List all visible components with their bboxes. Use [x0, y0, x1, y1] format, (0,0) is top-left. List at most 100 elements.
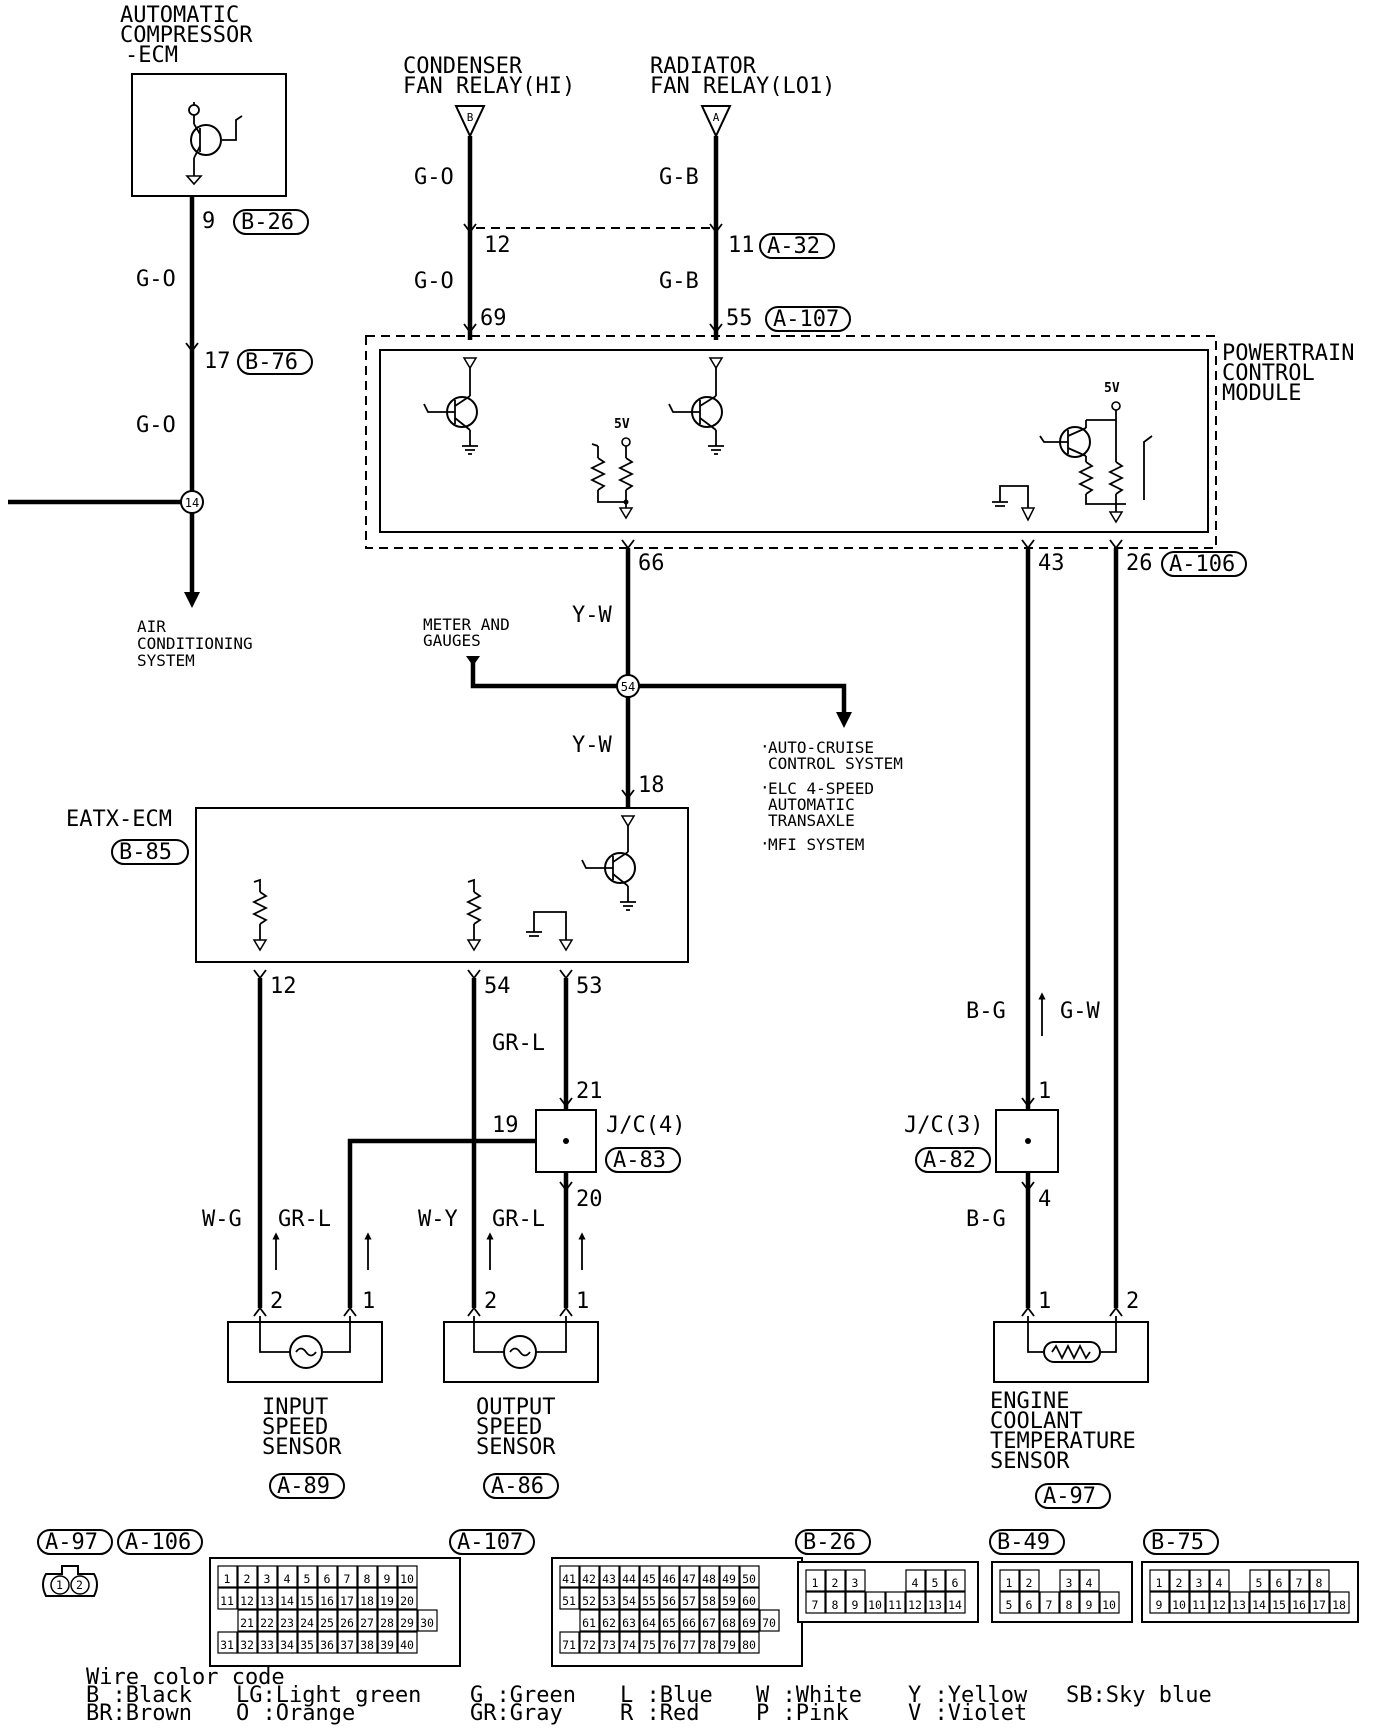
connector-pin-cell: 6	[1019, 1591, 1040, 1614]
connector-pin-cell: 75	[639, 1631, 660, 1654]
svg-text:5V: 5V	[614, 417, 630, 432]
svg-text:36: 36	[320, 1638, 334, 1652]
svg-text:23: 23	[280, 1616, 294, 1630]
connector-pin-cell: 4	[277, 1565, 298, 1588]
svg-text:43: 43	[602, 1572, 616, 1586]
svg-text:SENSOR: SENSOR	[476, 1435, 556, 1460]
connector-pin-cell: 6	[945, 1569, 966, 1592]
svg-text:11: 11	[1192, 1598, 1206, 1612]
ac-ecm-label-3: -ECM	[125, 43, 178, 68]
connector-pin-cell: 70	[759, 1609, 780, 1632]
svg-text:6: 6	[324, 1572, 331, 1586]
connector-b-26-tag: B-26	[233, 209, 309, 235]
connector-pin-cell: 47	[679, 1565, 700, 1588]
svg-text:48: 48	[702, 1572, 716, 1586]
wire-color-w-y: W-Y	[418, 1207, 458, 1232]
svg-text:B-75: B-75	[1151, 1530, 1204, 1555]
connector-pin-cell: 3	[1059, 1569, 1080, 1592]
svg-text:47: 47	[682, 1572, 696, 1586]
connector-pin-cell: 42	[579, 1565, 600, 1588]
connector-pin-cell: 65	[659, 1609, 680, 1632]
joint-connector-4: J/C(4) A-83	[535, 1109, 685, 1173]
ac-ecm-label-1: AUTOMATIC	[120, 3, 239, 28]
connector-a-86-tag: A-86	[483, 1473, 559, 1499]
svg-text:78: 78	[702, 1638, 716, 1652]
connector-pin-cell: 2	[1169, 1569, 1190, 1592]
connector-pin-cell: 2	[825, 1569, 846, 1592]
svg-text:2: 2	[244, 1572, 251, 1586]
svg-text:9: 9	[1156, 1598, 1163, 1612]
pin-1-jc3: 1	[1038, 1079, 1051, 1104]
connector-pin-cell: 7	[337, 1565, 358, 1588]
svg-text:SENSOR: SENSOR	[262, 1435, 342, 1460]
legend-entry: L :Blue	[620, 1683, 713, 1708]
connector-pin-cell: 14	[1249, 1591, 1270, 1614]
connector-pin-cell: 5	[925, 1569, 946, 1592]
wire-color-g-o-3: G-O	[414, 165, 454, 190]
svg-text:B-26: B-26	[803, 1530, 856, 1555]
splice-54: 54	[616, 674, 640, 698]
svg-text:61: 61	[582, 1616, 596, 1630]
connector-pin-cell: 44	[619, 1565, 640, 1588]
connector-a-106-tag: A-106	[1161, 551, 1247, 577]
svg-text:A-97: A-97	[1043, 1484, 1096, 1509]
svg-text:15: 15	[300, 1594, 314, 1608]
legend-entry: Y :Yellow	[908, 1683, 1028, 1708]
legend-title: Wire color code	[86, 1665, 285, 1690]
destination-systems-list: · AUTO-CRUISE CONTROL SYSTEM · ELC 4-SPE…	[760, 737, 903, 854]
svg-text:16: 16	[320, 1594, 334, 1608]
svg-text:5: 5	[1006, 1598, 1013, 1612]
connector-pin-cell: 30	[417, 1609, 438, 1632]
connector-arrow	[185, 342, 199, 353]
svg-text:5: 5	[304, 1572, 311, 1586]
svg-text:10: 10	[868, 1598, 882, 1612]
svg-text:55: 55	[642, 1594, 656, 1608]
svg-text:49: 49	[722, 1572, 736, 1586]
connector-pin-cell: 9	[845, 1591, 866, 1614]
svg-text:79: 79	[722, 1638, 736, 1652]
svg-text:12: 12	[908, 1598, 922, 1612]
svg-text:2: 2	[1176, 1576, 1183, 1590]
pin-26: 26	[1126, 551, 1153, 576]
svg-text:51: 51	[562, 1594, 576, 1608]
connector-pin-cell: 31	[217, 1631, 238, 1654]
connector-pin-cell: 18	[357, 1587, 378, 1610]
connector-a-83-tag: A-83	[605, 1147, 681, 1173]
svg-text:30: 30	[420, 1616, 434, 1630]
connector-pin-cell: 16	[317, 1587, 338, 1610]
pull-up-resistors: 5V	[589, 417, 635, 520]
connector-pin-cell: 2	[1019, 1569, 1040, 1592]
connector-pin-cell: 10	[865, 1591, 886, 1614]
svg-text:63: 63	[622, 1616, 636, 1630]
pin-1-input: 1	[362, 1289, 375, 1314]
connector-pin-cell: 16	[1289, 1591, 1310, 1614]
aircon-label-2: CONDITIONING	[137, 634, 253, 653]
legend-entry: SB:Sky blue	[1066, 1683, 1212, 1708]
svg-text:4: 4	[1086, 1576, 1093, 1590]
svg-text:B-76: B-76	[245, 350, 298, 375]
svg-text:31: 31	[220, 1638, 234, 1652]
svg-text:76: 76	[662, 1638, 676, 1652]
connector-pin-cell: 5	[297, 1565, 318, 1588]
svg-text:·: ·	[760, 834, 770, 853]
condenser-label-1: CONDENSER	[403, 54, 523, 79]
connector-pin-cell: 50	[739, 1565, 760, 1588]
connector-pin-cell: 10	[1169, 1591, 1190, 1614]
connector-pin-cell: 15	[1269, 1591, 1290, 1614]
svg-text:1: 1	[224, 1572, 231, 1586]
connector-pin-cell: 27	[357, 1609, 378, 1632]
svg-text:12: 12	[1212, 1598, 1226, 1612]
svg-text:4: 4	[912, 1576, 919, 1590]
svg-text:14: 14	[948, 1598, 962, 1612]
svg-text:5: 5	[932, 1576, 939, 1590]
svg-text:TRANSAXLE: TRANSAXLE	[768, 811, 855, 830]
connector-pin-cell: 2	[237, 1565, 258, 1588]
radiator-label-2: FAN RELAY(LO1)	[650, 74, 835, 99]
svg-text:53: 53	[602, 1594, 616, 1608]
svg-text:50: 50	[742, 1572, 756, 1586]
connector-pin-cell: 7	[1039, 1591, 1060, 1614]
pin-19: 19	[492, 1113, 519, 1138]
connector-pin-cell: 51	[559, 1587, 580, 1610]
connector-pin-cell: 1	[1149, 1569, 1170, 1592]
meter-gauges-label-1: METER AND	[423, 615, 510, 634]
